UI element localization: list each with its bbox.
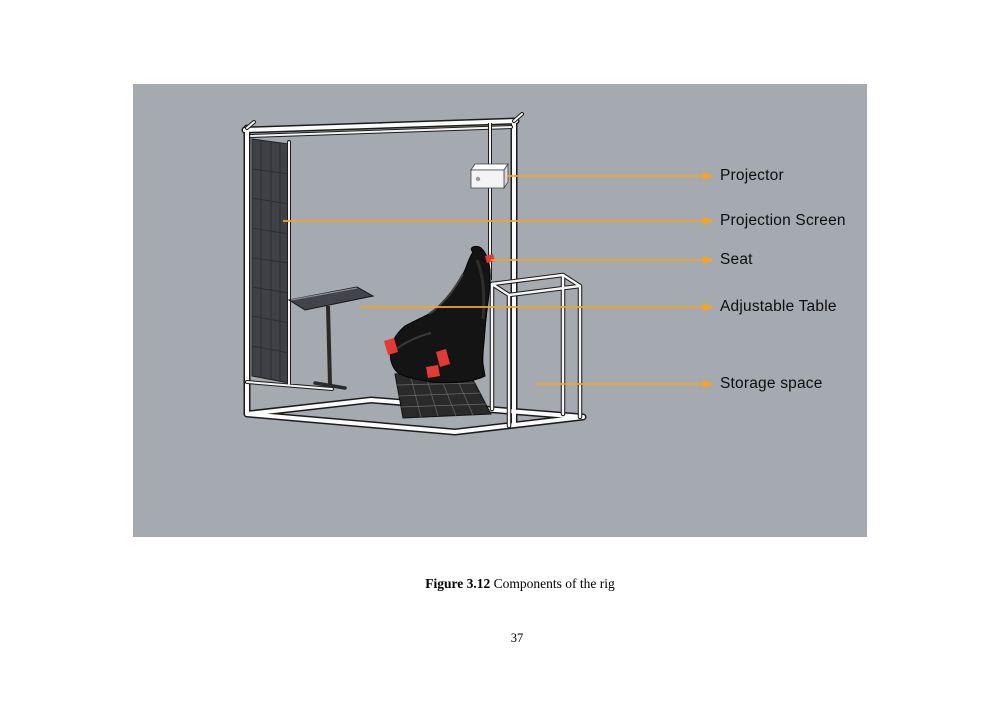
floor-mat [394, 371, 492, 419]
arrow-adjustable-table [360, 302, 714, 312]
arrow-storage-space [537, 379, 714, 389]
rig-diagram [241, 112, 714, 436]
projector-lens [475, 176, 481, 182]
arrow-projection-screen [283, 216, 714, 226]
seat-red-base [426, 365, 440, 378]
projector [470, 162, 509, 190]
caption-prefix: Figure 3.12 [425, 576, 491, 591]
seat-red-bracket-right [436, 349, 450, 367]
annotation-label-adjustable-table: Adjustable Table [720, 298, 837, 315]
arrow-projector [507, 171, 714, 181]
projection-screen [251, 138, 290, 384]
seat [384, 245, 495, 384]
seat-red-bracket-left [384, 338, 398, 355]
annotation-arrows [283, 171, 714, 389]
annotation-label-projection-screen: Projection Screen [720, 212, 846, 229]
rig-frame [241, 112, 587, 436]
annotation-label-storage-space: Storage space [720, 375, 823, 392]
arrow-seat [491, 255, 714, 265]
annotation-label-seat: Seat [720, 251, 753, 268]
adjustable-table [287, 286, 375, 390]
page-number: 37 [510, 631, 524, 645]
figure-caption: Figure 3.12 Components of the rig [40, 576, 1000, 592]
annotation-label-projector: Projector [720, 167, 784, 184]
caption-text: Components of the rig [490, 576, 615, 591]
figure-image: Projector Projection Screen Seat Adjusta… [133, 84, 867, 537]
storage-frame [489, 272, 583, 429]
